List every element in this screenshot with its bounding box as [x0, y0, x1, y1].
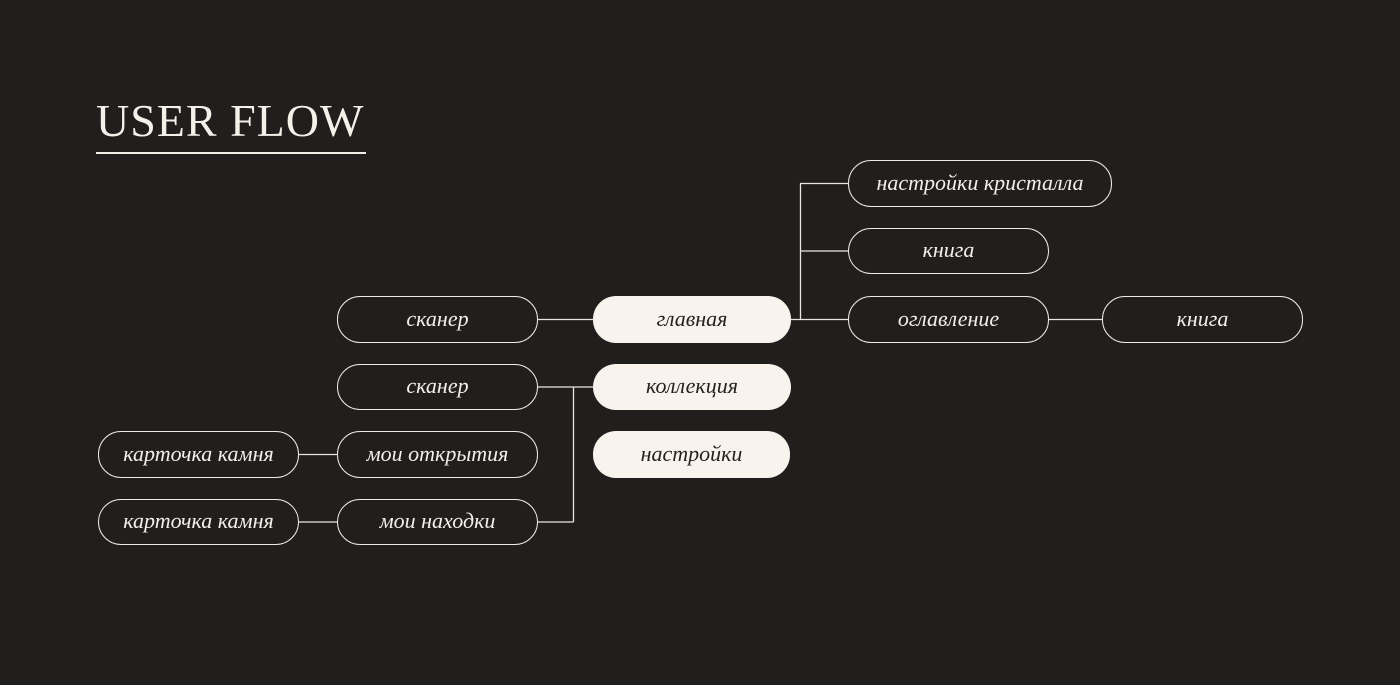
node-crystal-settings: настройки кристалла — [848, 160, 1112, 207]
node-collection: коллекция — [593, 364, 791, 410]
node-scanner-1-label: сканер — [406, 305, 469, 331]
node-stone-card-1-label: карточка камня — [123, 440, 274, 466]
node-scanner-1: сканер — [337, 296, 538, 343]
node-my-finds-label: мои находки — [379, 508, 496, 533]
node-collection-label: коллекция — [646, 373, 738, 398]
node-settings: настройки — [593, 431, 790, 478]
node-main-label: главная — [656, 305, 728, 331]
node-book-2-label: книга — [1176, 305, 1229, 331]
node-book-1: книга — [848, 228, 1049, 274]
node-stone-card-2-label: карточка камня — [123, 508, 274, 533]
node-stone-card-1: карточка камня — [98, 431, 299, 478]
node-my-discoveries-label: мои открытия — [366, 440, 509, 466]
node-contents: оглавление — [848, 296, 1049, 343]
node-my-discoveries: мои открытия — [337, 431, 538, 478]
node-stone-card-2: карточка камня — [98, 499, 299, 545]
node-settings-label: настройки — [640, 440, 743, 466]
node-my-finds: мои находки — [337, 499, 538, 545]
node-main: главная — [593, 296, 791, 343]
page-title: USER FLOW — [96, 98, 367, 154]
node-scanner-2: сканер — [337, 364, 538, 410]
node-book-1-label: книга — [922, 237, 975, 262]
node-book-2: книга — [1102, 296, 1303, 343]
node-crystal-settings-label: настройки кристалла — [876, 169, 1084, 195]
node-scanner-2-label: сканер — [406, 373, 469, 398]
node-contents-label: оглавление — [897, 305, 1000, 331]
